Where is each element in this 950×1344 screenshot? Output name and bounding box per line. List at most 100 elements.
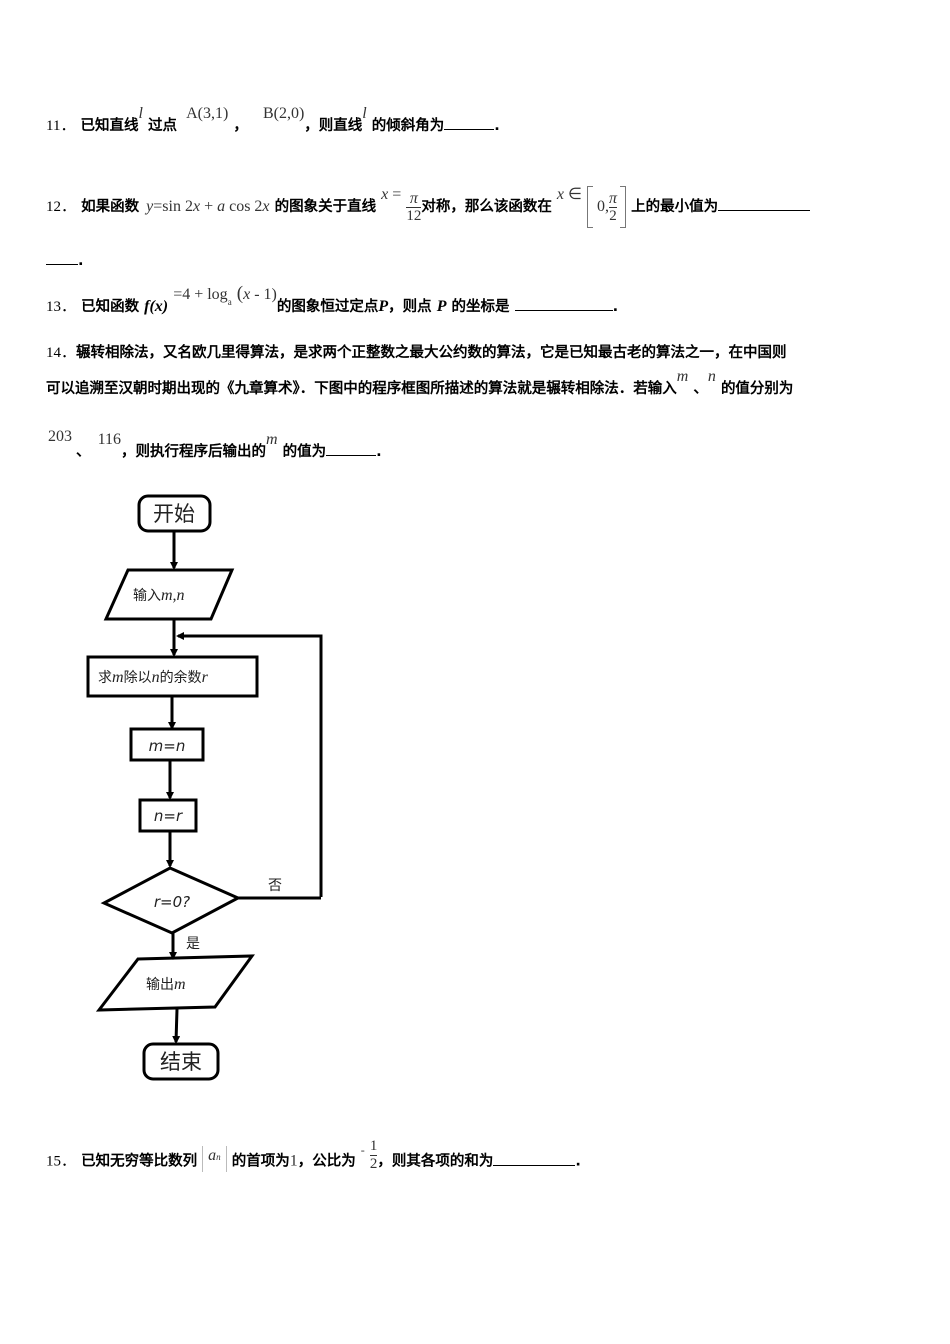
math-var: x [243, 286, 251, 303]
math-value-n: 116 [97, 431, 121, 448]
question-13: 13． 已知函数 f(x) =4 + loga (x - 1)的图象恒过定点P，… [46, 284, 619, 318]
question-12: 12． 如果函数 y=sin 2x + a cos 2x 的图象关于直线 x =… [46, 186, 811, 228]
math-subscript: n [216, 1151, 221, 1162]
end-terminal [142, 1042, 220, 1081]
math-var: x [381, 186, 389, 203]
question-14-line-1: 14．辗转相除法，又名欧几里得算法，是求两个正整数之最大公约数的算法，它是已知最… [46, 343, 787, 363]
start-label: 开始 [153, 502, 195, 526]
question-12-continued: . [46, 250, 84, 271]
question-text: ，则点 [388, 299, 432, 315]
math-value: 1 [289, 1152, 298, 1170]
question-14-line-2: 可以追溯至汉朝时期出现的《九章算术》．下图中的程序框图所描述的算法就是辗转相除法… [46, 368, 794, 399]
question-number: 12． [46, 199, 77, 215]
process-m-equals-n [129, 727, 205, 762]
math-expr: =sin 2 [153, 198, 193, 215]
math-expr: = [388, 186, 402, 203]
math-var: y [146, 198, 154, 215]
input-label: 输入m,n [133, 587, 185, 604]
question-text: ，公比为 [297, 1153, 356, 1170]
question-number: 11． [46, 118, 76, 134]
math-var-a: a [208, 1146, 217, 1164]
question-text: 可以追溯至汉朝时期出现的《九章算术》．下图中的程序框图所描述的算法就是辗转相除法… [46, 381, 677, 397]
question-text: 的倾斜角为 [371, 118, 445, 134]
question-text: 对称，那么该函数在 [421, 199, 552, 215]
m-equals-n-label: m=n [149, 737, 186, 755]
end-label: 结束 [160, 1050, 202, 1074]
answer-blank[interactable] [718, 196, 811, 211]
answer-blank[interactable] [444, 115, 495, 130]
no-branch-label: 否 [268, 878, 282, 894]
question-11: 11． 已知直线l 过点 A(3,1) ， B(2,0)，则直线l 的倾斜角为. [46, 105, 500, 136]
math-expr: cos 2 [225, 198, 263, 215]
question-text: 的坐标是 [451, 299, 510, 315]
period: . [612, 299, 619, 315]
n-equals-r-label: n=r [154, 807, 183, 825]
math-expr: 0, [597, 198, 610, 215]
question-text: 的图象关于直线 [274, 199, 377, 215]
fraction-bar [406, 206, 422, 208]
period: . [575, 1153, 581, 1170]
question-text: ，则执行程序后输出的 [120, 444, 266, 460]
answer-blank-continued[interactable] [46, 250, 78, 265]
question-text: 已知直线 [80, 118, 139, 134]
question-text: 上的最小值为 [631, 199, 719, 215]
yes-branch-label: 是 [186, 936, 200, 952]
answer-blank[interactable] [326, 441, 377, 456]
numerator: π [409, 189, 418, 207]
answer-blank[interactable] [493, 1151, 576, 1166]
answer-blank[interactable] [514, 296, 613, 311]
fraction-bar [369, 1155, 378, 1156]
period: . [376, 444, 382, 460]
math-var: x [192, 198, 201, 215]
question-text: ， [233, 118, 248, 134]
remainder-label: 求m除以n的余数r [98, 669, 209, 686]
process-n-equals-r [138, 798, 198, 833]
math-minus: - [360, 1142, 365, 1157]
math-var-m: m [676, 368, 689, 385]
question-text: 、 [693, 381, 708, 397]
question-number: 15． [46, 1153, 77, 1170]
output-label: 输出m [146, 976, 186, 993]
question-text: 过点 [148, 118, 178, 134]
numerator: π [609, 189, 618, 207]
math-var: x [262, 198, 270, 215]
math-point-b: B(2,0) [262, 105, 305, 122]
math-expr: ∈ [564, 186, 582, 203]
math-var-l: l [138, 105, 143, 122]
math-var: x [556, 186, 565, 203]
left-bracket [587, 186, 594, 228]
question-text: 的值分别为 [720, 381, 794, 397]
math-fx: f(x) [144, 298, 169, 315]
question-text: 辗转相除法，又名欧几里得算法，是求两个正整数之最大公约数的算法，它是已知最古老的… [76, 345, 787, 361]
math-var: a [217, 198, 226, 215]
question-text: ，则其各项的和为 [377, 1153, 494, 1170]
math-var-n: n [707, 368, 716, 385]
question-text: 的首项为 [231, 1153, 290, 1170]
fraction-bar [609, 206, 618, 208]
question-text: 的值为 [282, 444, 327, 460]
denominator: 2 [369, 1156, 378, 1172]
math-subscript: a [227, 297, 232, 307]
input-parallelogram [103, 568, 235, 621]
question-text: 、 [76, 444, 91, 460]
math-value-m: 203 [48, 428, 72, 445]
math-point-a: A(3,1) [186, 105, 229, 122]
math-point-p: P [378, 298, 389, 315]
denominator: 12 [406, 207, 422, 224]
math-point-p: P [436, 298, 447, 315]
period: . [78, 253, 84, 269]
math-expr: - 1) [250, 286, 277, 303]
output-parallelogram [95, 954, 255, 1012]
math-var-m: m [265, 431, 278, 448]
right-bracket [620, 186, 627, 228]
question-text: 的图象恒过定点 [276, 299, 379, 315]
question-number: 13． [46, 299, 77, 315]
math-expr: + [200, 198, 218, 215]
sequence-braces: an [202, 1145, 227, 1172]
question-14-line-3: 203 、 116，则执行程序后输出的m 的值为. [46, 428, 382, 462]
